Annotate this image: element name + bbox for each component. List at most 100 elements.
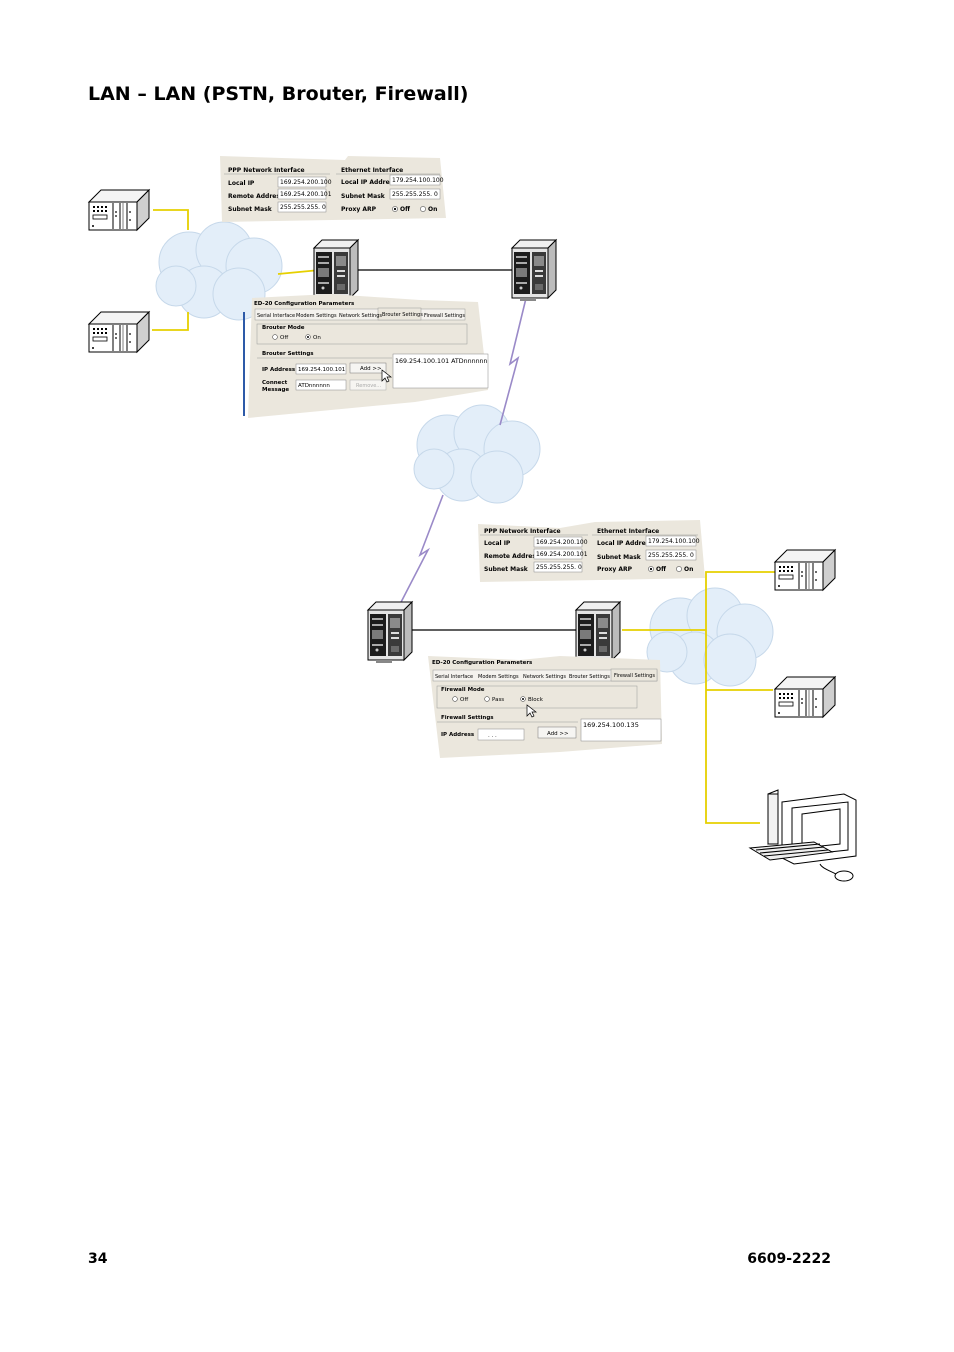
proxy-arp-off-label: Off [656, 566, 666, 573]
eth-subnet-field[interactable] [389, 188, 441, 200]
ppp-subnet-label: Subnet Mask [228, 206, 273, 213]
radio-selected-dot [649, 567, 653, 571]
firewall-mode-group [436, 685, 638, 709]
ethernet-interface-title: Ethernet Interface [341, 167, 403, 174]
pstn-cloud [413, 404, 541, 504]
proxy-arp-on-radio[interactable] [420, 206, 426, 212]
remote-address-field[interactable] [277, 188, 327, 200]
active-tab-background [377, 307, 422, 321]
active-tab-background [610, 668, 658, 682]
tab-modem-settings[interactable]: Modem Settings [478, 674, 519, 680]
network-panel-top: PPP Network Interface Local IP 169.254.2… [220, 156, 446, 222]
brouter-entry[interactable]: 169.254.100.101 ATDnnnnnn [395, 358, 488, 365]
ppp-subnet-field[interactable] [533, 561, 583, 573]
firewall-entry[interactable]: 169.254.100.135 [583, 721, 639, 729]
remote-address-value: 169.254.200.101 [280, 191, 332, 198]
tab-network-settings[interactable]: Network Settings [339, 313, 382, 319]
firewall-mode-block-label: Block [528, 697, 544, 703]
lan-cloud-right [646, 587, 774, 687]
proxy-arp-label: Proxy ARP [597, 566, 633, 573]
ppp-subnet-value: 255.255.255. 0 [536, 564, 582, 571]
remote-address-field[interactable] [533, 548, 583, 560]
tab-serial-interface[interactable]: Serial Interface [257, 313, 295, 319]
tab-strip [254, 308, 466, 321]
brouter-mode-label: Brouter Mode [262, 325, 305, 331]
radio-selected-dot [393, 207, 397, 211]
eth-subnet-value: 255.255.255. 0 [392, 191, 438, 198]
tab-network-settings[interactable]: Network Settings [523, 674, 566, 680]
proxy-arp-off-label: Off [400, 206, 410, 213]
firewall-entries-list[interactable] [580, 718, 662, 742]
local-ip-field[interactable] [277, 176, 327, 188]
ppp-subnet-field[interactable] [277, 201, 327, 213]
tab-serial-interface[interactable]: Serial Interface [435, 674, 473, 680]
tab-brouter-settings[interactable]: Brouter Settings [569, 674, 610, 680]
radio-selected-dot [522, 698, 524, 700]
lan-lines [152, 209, 835, 824]
brouter-entries-list[interactable] [392, 353, 489, 389]
local-ip-field[interactable] [533, 536, 583, 548]
plc-device-mid-left [88, 311, 150, 353]
proxy-arp-label: Proxy ARP [341, 206, 377, 213]
remote-address-label: Remote Address [484, 553, 540, 560]
eth-subnet-label: Subnet Mask [597, 554, 642, 561]
eth-subnet-label: Subnet Mask [341, 193, 386, 200]
firewall-settings-label: Firewall Settings [441, 715, 494, 721]
ethernet-interface-title: Ethernet Interface [597, 528, 659, 535]
ppp-subnet-label: Subnet Mask [484, 566, 529, 573]
firewall-mode-off-radio[interactable] [452, 696, 458, 702]
tab-brouter-settings[interactable]: Brouter Settings [382, 312, 423, 318]
brouter-remove-button[interactable] [349, 379, 387, 391]
connect-message-input[interactable] [295, 379, 347, 391]
local-ip-value: 169.254.200.100 [536, 539, 588, 546]
proxy-arp-on-label: On [684, 566, 693, 573]
connect-message-value: ATDnnnnnn [298, 383, 330, 389]
local-ip-label: Local IP [228, 180, 255, 187]
workstation-computer [748, 789, 857, 882]
mouse-cursor-icon [381, 369, 393, 383]
brouter-settings-panel: ED-20 Configuration Parameters Serial In… [243, 294, 489, 418]
eth-subnet-value: 255.255.255. 0 [648, 552, 694, 559]
ppp-interface-title: PPP Network Interface [228, 167, 305, 174]
document-number: 6609-2222 [747, 1251, 831, 1267]
tab-modem-settings[interactable]: Modem Settings [296, 313, 337, 319]
eth-local-ip-value: 179.254.100.100 [392, 177, 444, 184]
firewall-panel-title: ED-20 Configuration Parameters [432, 660, 533, 666]
tab-firewall-settings[interactable]: Firewall Settings [424, 313, 465, 319]
brouter-add-button[interactable] [349, 362, 387, 374]
firewall-mode-label: Firewall Mode [441, 687, 485, 693]
network-panel-bottom: PPP Network Interface Local IP 169.254.2… [478, 520, 705, 582]
remote-address-label: Remote Address [228, 193, 284, 200]
page-number: 34 [88, 1251, 108, 1267]
plc-device-right-2 [774, 676, 836, 718]
eth-local-ip-label: Local IP Address [341, 179, 397, 186]
mouse-cursor-icon [526, 704, 538, 718]
eth-local-ip-field[interactable] [389, 174, 441, 186]
remote-address-value: 169.254.200.101 [536, 551, 588, 558]
firewall-mode-pass-label: Pass [492, 697, 504, 703]
brouter-ip-input[interactable] [295, 363, 347, 375]
connect-message-label-2: Message [262, 387, 289, 393]
brouter-settings-label: Brouter Settings [262, 351, 314, 357]
tab-firewall-settings[interactable]: Firewall Settings [614, 673, 655, 679]
brouter-mode-off-radio[interactable] [272, 334, 278, 340]
brouter-ip-value: 169.254.100.101 [298, 367, 345, 373]
ed20-unit-4 [575, 601, 621, 664]
firewall-mode-off-label: Off [460, 697, 468, 703]
firewall-settings-panel: ED-20 Configuration Parameters Serial In… [428, 656, 662, 758]
proxy-arp-on-radio[interactable] [676, 566, 682, 572]
firewall-add-button[interactable] [537, 726, 577, 739]
brouter-mode-on-label: On [313, 335, 321, 341]
plc-device-top-left [88, 189, 150, 231]
brouter-mode-off-label: Off [280, 335, 288, 341]
local-ip-label: Local IP [484, 540, 511, 547]
firewall-ip-input[interactable] [477, 728, 525, 741]
firewall-add-label: Add >> [547, 731, 569, 737]
brouter-add-label: Add >> [360, 366, 382, 372]
proxy-arp-on-label: On [428, 206, 437, 213]
pstn-links [397, 289, 529, 609]
eth-local-ip-field[interactable] [645, 535, 697, 547]
eth-subnet-field[interactable] [645, 549, 697, 561]
firewall-mode-pass-radio[interactable] [484, 696, 490, 702]
